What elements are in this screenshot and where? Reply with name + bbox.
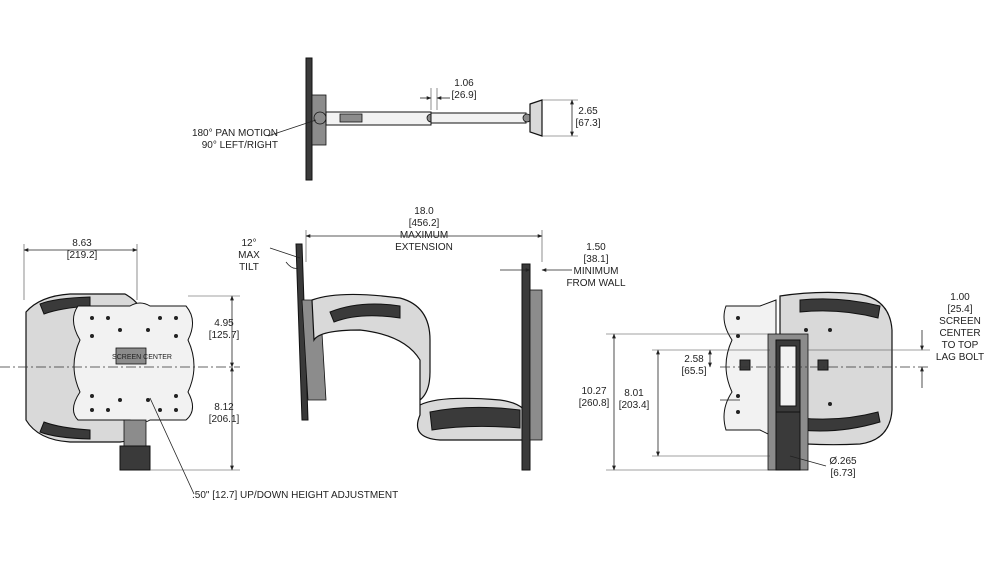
top-view-display-plate xyxy=(305,57,313,181)
pan-sides-text: 90° LEFT/RIGHT xyxy=(201,140,278,151)
side-view-display-plate xyxy=(295,243,309,421)
arm-width-mm: [26.9] xyxy=(451,90,477,101)
front-width-mm: [219.2] xyxy=(66,250,98,261)
front-width-label: 8.63 [219.2] xyxy=(56,238,108,262)
total-height-in: 10.27 xyxy=(581,386,607,397)
front-lower-label: 8.12 [206.1] xyxy=(202,402,246,426)
side-view xyxy=(269,230,572,471)
top-view-pivot xyxy=(313,111,327,125)
bolt-span-mm: [203.4] xyxy=(618,400,650,411)
front-upper-mm: [125.7] xyxy=(208,330,240,341)
hole-dia-mm: [6.73] xyxy=(830,468,856,479)
front-lower-mm: [206.1] xyxy=(208,414,240,425)
pan-motion-label: 180° PAN MOTION 90° LEFT/RIGHT xyxy=(160,128,278,152)
tilt-deg: 12° xyxy=(241,238,257,249)
pan-motion-text: 180° PAN MOTION xyxy=(191,128,278,139)
front-view xyxy=(0,244,240,495)
front-view-post-base xyxy=(119,445,151,471)
side-view-arm xyxy=(311,293,529,441)
center-to-bolt-mm: [25.4] xyxy=(947,304,973,315)
extension-label: 18.0 [456.2] MAXIMUM EXTENSION xyxy=(382,206,466,254)
bolt-span-in: 8.01 xyxy=(624,388,644,399)
total-height-label: 10.27 [260.8] xyxy=(572,386,616,410)
wall-plate-depth-mm: [67.3] xyxy=(575,118,601,129)
extension-label-2: EXTENSION xyxy=(395,242,453,253)
extension-in: 18.0 xyxy=(414,206,434,217)
center-to-bolt-in: 1.00 xyxy=(950,292,970,303)
hole-dia-label: Ø.265 [6.73] xyxy=(818,456,868,480)
side-view-wall-plate-back xyxy=(521,263,531,471)
bolt-span-label: 8.01 [203.4] xyxy=(612,388,656,412)
side-view-wall-plate xyxy=(529,289,543,441)
top-view-arm-outer xyxy=(430,112,527,124)
extension-label-1: MAXIMUM xyxy=(399,230,449,241)
min-wall-mm: [38.1] xyxy=(583,254,609,265)
front-lower-in: 8.12 xyxy=(214,402,234,413)
min-wall-in: 1.50 xyxy=(586,242,606,253)
arm-width-label: 1.06 [26.9] xyxy=(442,78,486,102)
height-adjustment-label: .50" [12.7] UP/DOWN HEIGHT ADJUSTMENT xyxy=(192,490,399,501)
top-view xyxy=(267,57,578,181)
center-label-2: CENTER xyxy=(939,328,981,339)
tilt-label-2: TILT xyxy=(239,262,259,273)
rear-view xyxy=(606,291,930,471)
offset-mm: [65.5] xyxy=(681,366,707,377)
wall-plate-depth-in: 2.65 xyxy=(578,106,598,117)
extension-mm: [456.2] xyxy=(408,218,440,229)
center-label-1: SCREEN xyxy=(939,316,981,327)
offset-label: 2.58 [65.5] xyxy=(672,354,716,378)
offset-in: 2.58 xyxy=(684,354,704,365)
front-upper-label: 4.95 [125.7] xyxy=(202,318,246,342)
min-wall-label: 1.50 [38.1] MINIMUM FROM WALL xyxy=(560,242,632,290)
front-width-in: 8.63 xyxy=(72,238,92,249)
screen-center-label: SCREEN CENTER xyxy=(112,354,172,361)
tilt-label: 12° MAX TILT xyxy=(226,238,272,274)
total-height-mm: [260.8] xyxy=(578,398,610,409)
top-view-wall-plate xyxy=(529,99,543,137)
center-to-bolt-label: 1.00 [25.4] SCREEN CENTER TO TOP LAG BOL… xyxy=(930,292,990,364)
front-view-center-block xyxy=(115,347,147,365)
top-view-arm-clip xyxy=(339,113,363,123)
center-label-4: LAG BOLT xyxy=(935,352,985,363)
hole-dia-in: Ø.265 xyxy=(829,456,857,467)
min-wall-label-1: MINIMUM xyxy=(573,266,619,277)
wall-plate-depth-label: 2.65 [67.3] xyxy=(566,106,610,130)
tilt-label-1: MAX xyxy=(238,250,260,261)
min-wall-label-2: FROM WALL xyxy=(566,278,626,289)
front-view-holes xyxy=(90,316,178,412)
center-label-3: TO TOP xyxy=(941,340,979,351)
arm-width-in: 1.06 xyxy=(454,78,474,89)
front-upper-in: 4.95 xyxy=(214,318,234,329)
